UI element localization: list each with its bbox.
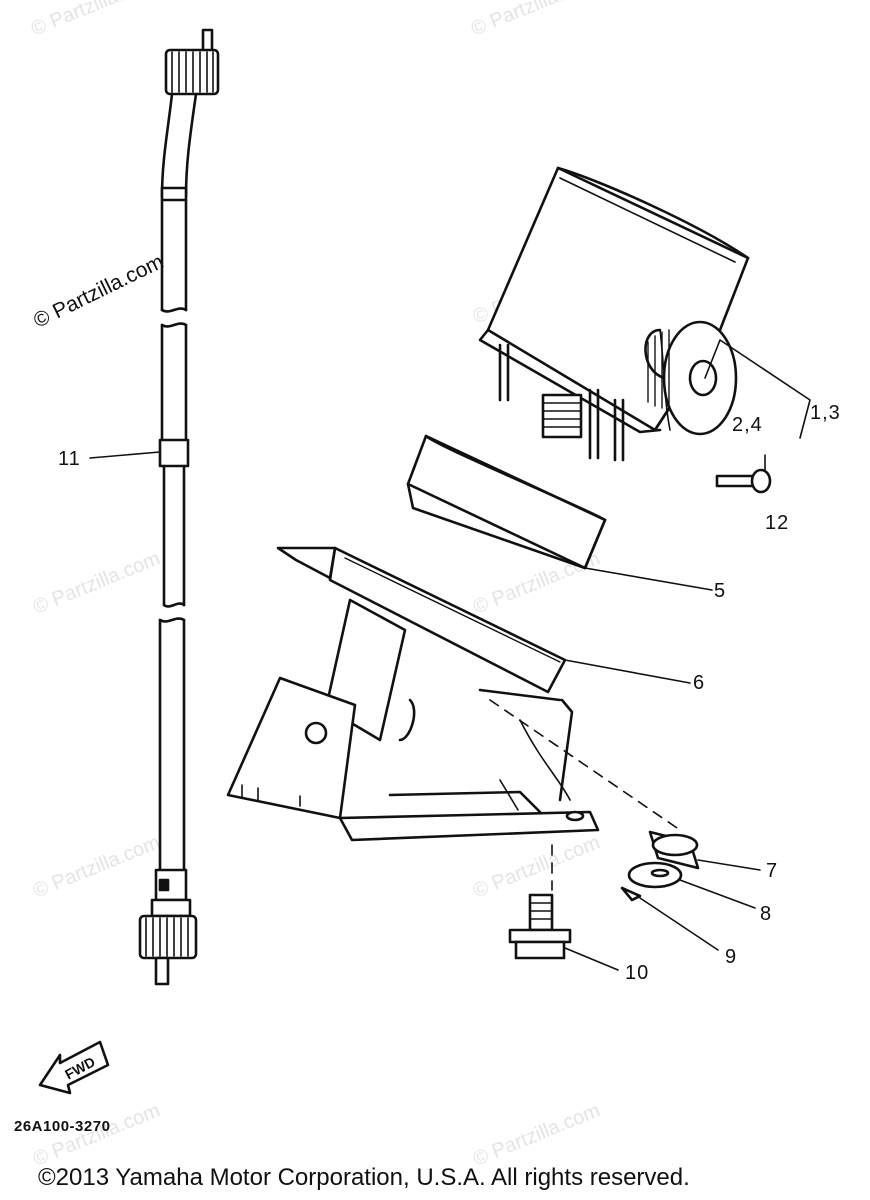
leader-11 [89, 451, 161, 459]
callout-8: 8 [760, 903, 773, 925]
screw-12 [715, 454, 772, 494]
fwd-arrow-icon [38, 1040, 110, 1095]
callout-12: 12 [765, 512, 790, 534]
copyright-notice: ©2013 Yamaha Motor Corporation, U.S.A. A… [38, 1164, 690, 1191]
callout-10: 10 [625, 962, 650, 984]
speedometer-cable [138, 28, 220, 986]
meter-bracket [226, 546, 691, 891]
drawing-code: 26A100-3270 [14, 1118, 111, 1135]
callout-5: 5 [714, 580, 727, 602]
speedometer-unit [478, 166, 811, 462]
meter-cushion [406, 434, 713, 591]
callout-6: 6 [693, 672, 706, 694]
callout-7: 7 [766, 860, 779, 882]
washer-8 [627, 861, 756, 909]
callout-1-3: 1,3 [810, 402, 841, 424]
bolt-10 [508, 893, 619, 971]
callout-11: 11 [58, 448, 81, 470]
callout-2-4: 2,4 [732, 414, 763, 436]
collar-9 [620, 886, 719, 951]
callout-9: 9 [725, 946, 738, 968]
damper-7 [648, 830, 761, 871]
